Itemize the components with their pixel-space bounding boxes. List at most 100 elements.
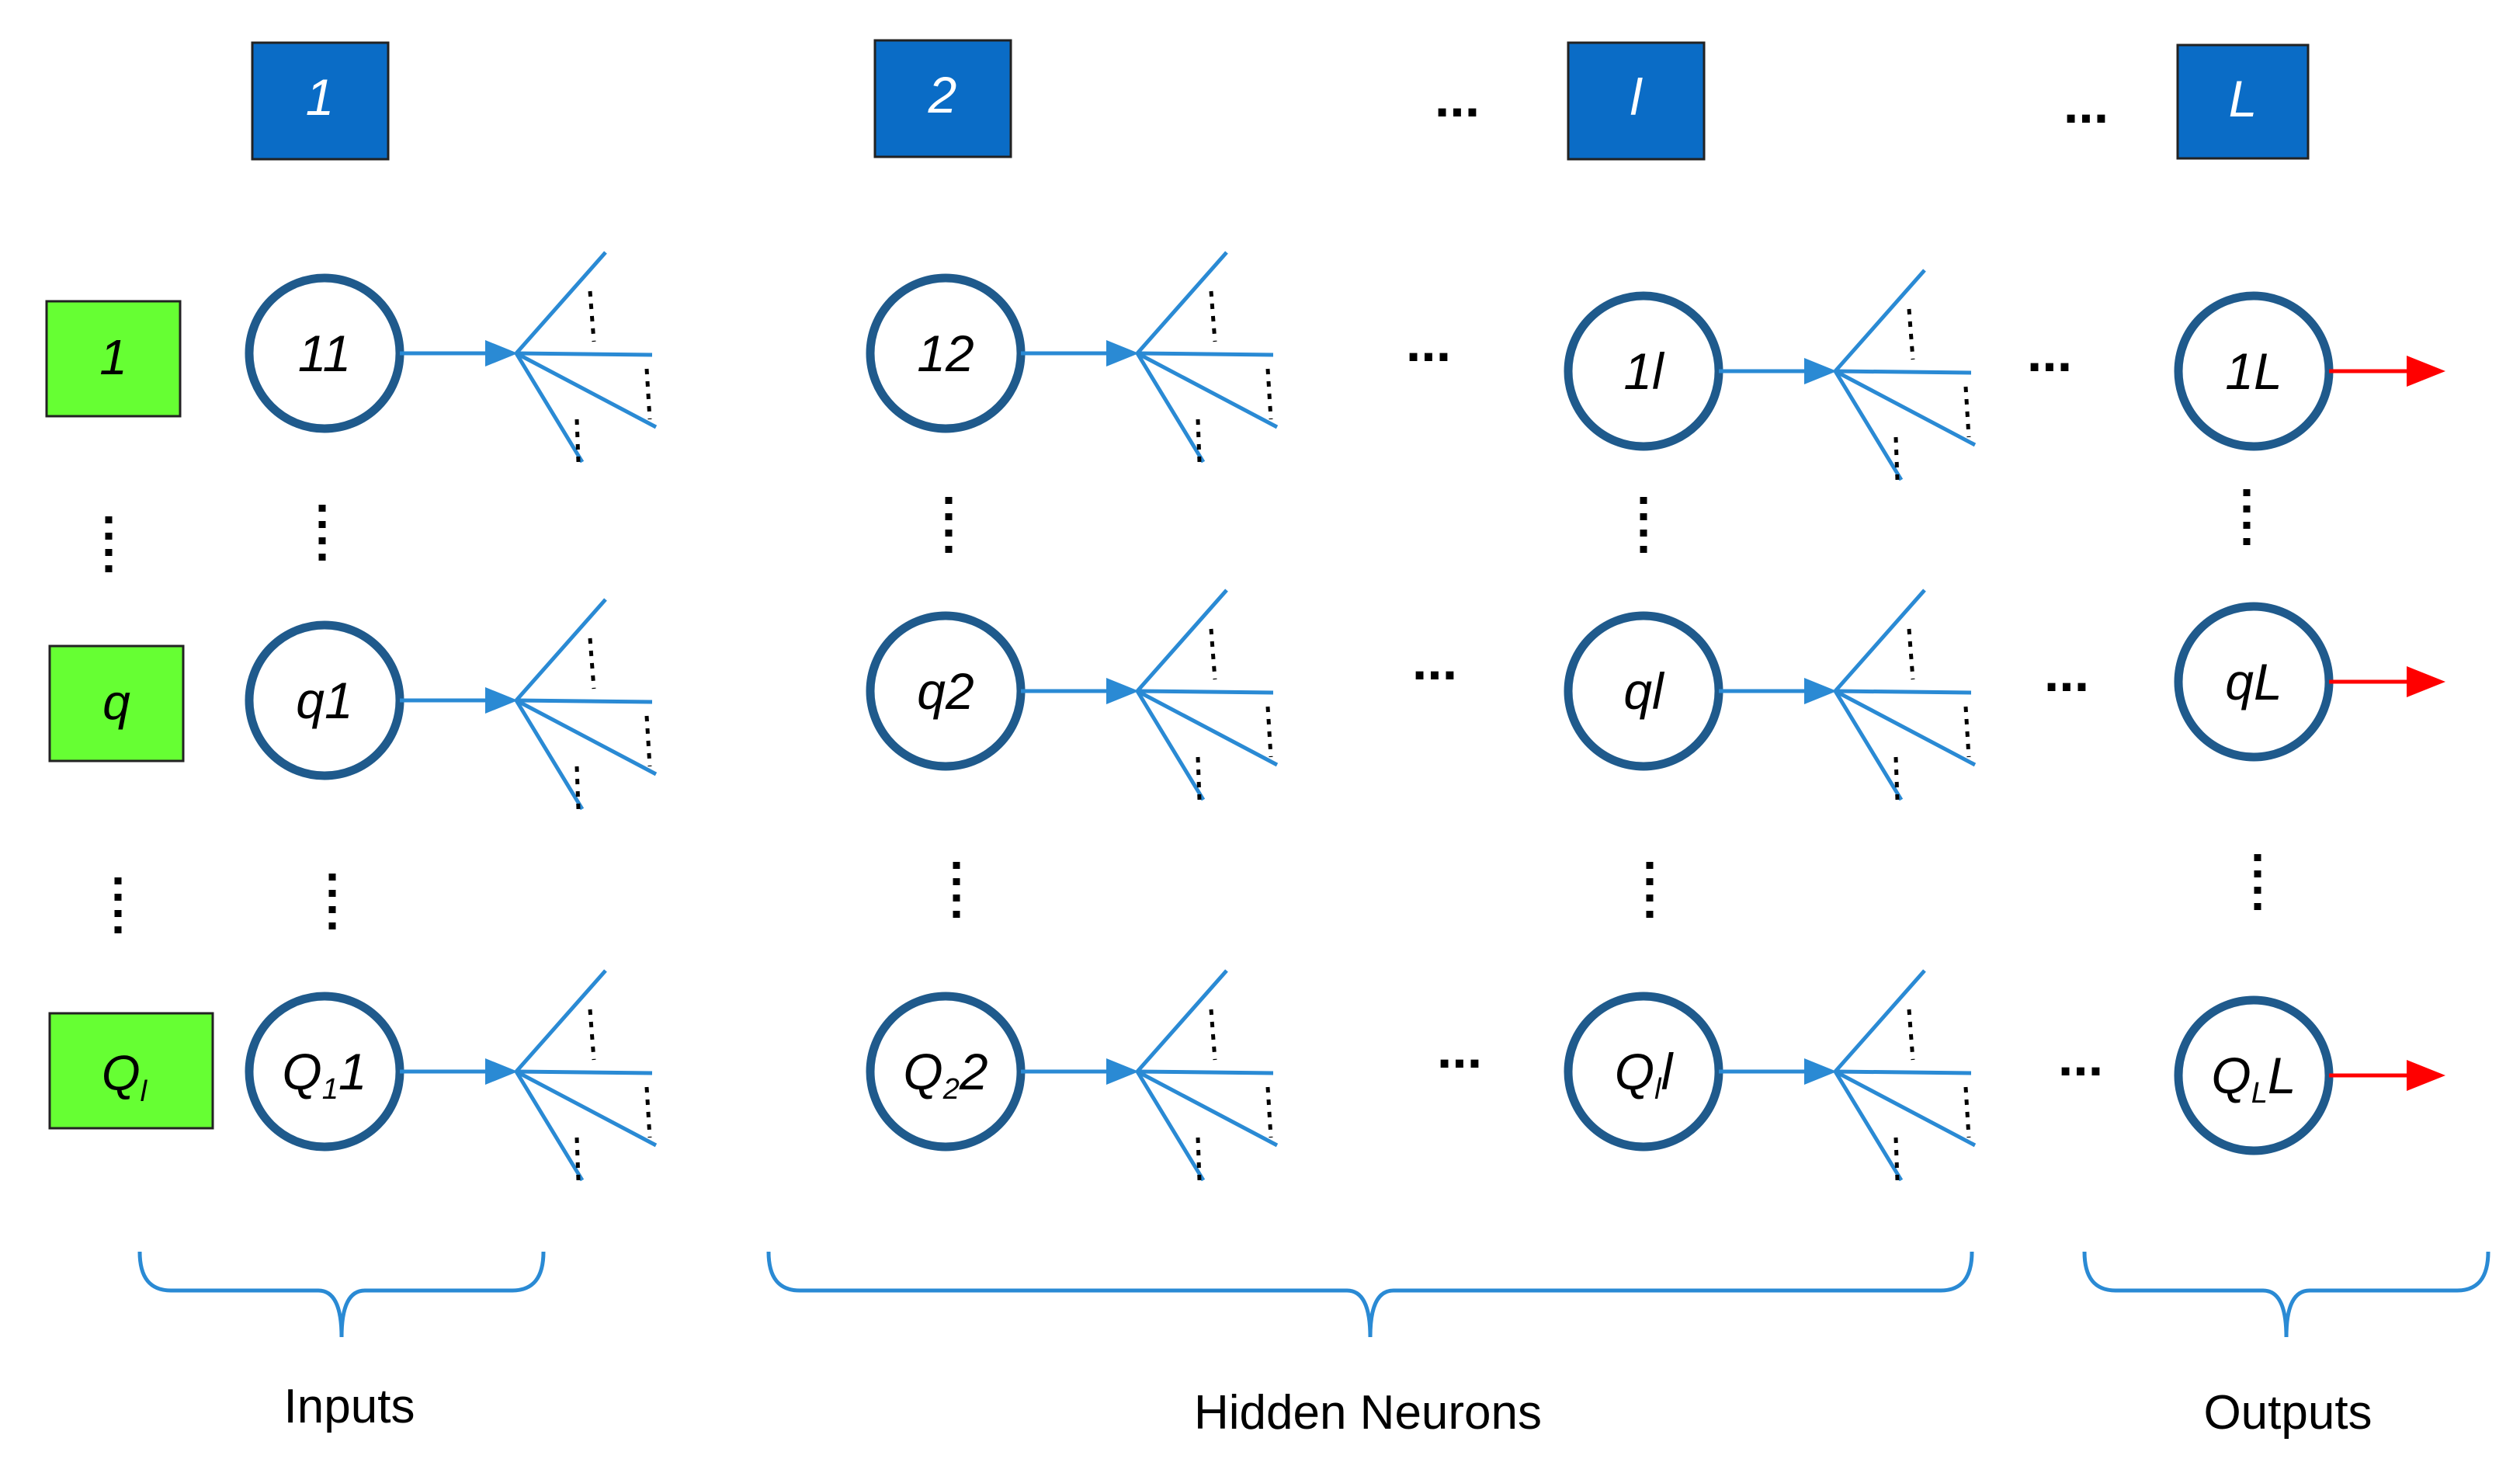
output-arrow-head xyxy=(2407,1060,2445,1091)
dots xyxy=(1265,1086,1273,1138)
horizontal-ellipsis: ... xyxy=(1412,630,1457,691)
fan-line xyxy=(514,352,585,464)
fan-line xyxy=(1137,351,1274,357)
group-label-outputs: Outputs xyxy=(2203,1386,2372,1440)
dots xyxy=(644,1086,652,1138)
fan-line xyxy=(1834,969,1926,1073)
fan-line xyxy=(1833,1070,1904,1182)
fan-line xyxy=(1136,589,1228,693)
input-label: 1 xyxy=(99,329,127,385)
neuron-2-3: QLL xyxy=(2174,995,2445,1155)
neuron-circle xyxy=(245,992,404,1152)
dots xyxy=(1907,308,1915,360)
neuron-1-2: ql xyxy=(1564,589,1977,801)
dots xyxy=(1209,290,1217,342)
horizontal-ellipsis: ... xyxy=(1406,312,1451,373)
fan-line xyxy=(1135,690,1206,801)
neuron-0-2: 1l xyxy=(1564,269,1977,481)
neuron-label: QLL xyxy=(2211,1047,2296,1110)
input-box-q: q xyxy=(48,644,185,763)
layer-box-1: 1 xyxy=(251,41,390,161)
layer-box-2: 2 xyxy=(873,39,1012,158)
dots xyxy=(1963,706,1971,758)
fan-line xyxy=(515,598,607,702)
fan-line xyxy=(1137,689,1274,695)
brace-inputs xyxy=(137,1251,546,1338)
dots xyxy=(1907,1009,1915,1061)
fan-line xyxy=(1833,370,1904,481)
layer-label: 1 xyxy=(306,68,335,126)
fan-line xyxy=(1136,969,1228,1073)
arrow-head xyxy=(1106,1058,1139,1085)
neuron-circle xyxy=(866,992,1026,1152)
neuron-label: ql xyxy=(1623,662,1665,720)
layer-label: l xyxy=(1630,68,1644,126)
neuron-0-3: 1L xyxy=(2174,291,2445,451)
neuron-label: Qll xyxy=(1615,1043,1675,1106)
layer-label: L xyxy=(2229,70,2258,127)
dots xyxy=(588,637,596,690)
output-arrow-head xyxy=(2407,356,2445,387)
layer-headers: 1 2 l L ... ... xyxy=(251,39,2310,161)
fan-line xyxy=(1834,369,1972,375)
fan-line xyxy=(1834,689,1972,695)
input-box-1: 1 xyxy=(45,300,182,418)
neuron-label: 1l xyxy=(1623,342,1665,400)
horizontal-ellipsis: ... xyxy=(2044,642,2089,703)
layer-ellipsis: ... xyxy=(2064,74,2109,134)
fan-line xyxy=(1834,689,1977,767)
output-arrow-head xyxy=(2407,666,2445,697)
dots xyxy=(1265,706,1273,758)
neuron-1-0: q1 xyxy=(245,598,658,811)
dots xyxy=(1907,628,1915,680)
fan-line xyxy=(1834,369,1977,447)
fan-line xyxy=(515,351,658,429)
neuron-label: 11 xyxy=(298,325,352,382)
input-box-Q: Ql xyxy=(48,1012,214,1130)
neuron-1-1: q2 xyxy=(866,589,1279,801)
fan-line xyxy=(515,969,607,1073)
neuron-label: q2 xyxy=(917,662,974,720)
fan-line xyxy=(514,699,585,811)
fan-line xyxy=(1833,690,1904,801)
fan-line xyxy=(515,698,653,704)
dots xyxy=(1209,628,1217,680)
fan-line xyxy=(515,351,653,357)
fan-line xyxy=(515,251,607,355)
neuron-label: Q22 xyxy=(903,1043,988,1106)
neuron-circle xyxy=(2174,995,2334,1155)
horizontal-ellipsis: ... xyxy=(2027,322,2072,383)
layer-box-l: l xyxy=(1567,41,1706,161)
horizontal-ellipsis: ... xyxy=(1437,1019,1482,1079)
fan-line xyxy=(515,1069,658,1148)
horizontal-ellipsis: ... xyxy=(2058,1027,2103,1087)
fan-line xyxy=(1834,269,1926,373)
neuron-2-0: Q11 xyxy=(245,969,658,1182)
brace-outputs xyxy=(2082,1251,2490,1338)
fan-line xyxy=(1834,1069,1977,1148)
dots xyxy=(1963,386,1971,438)
fan-line xyxy=(1136,351,1279,429)
fan-line xyxy=(1135,352,1206,464)
dots xyxy=(1265,368,1273,420)
group-label-hidden: Hidden Neurons xyxy=(1194,1386,1542,1440)
input-boxes: 1 q Ql xyxy=(45,300,214,1130)
neuron-2-2: Qll xyxy=(1564,969,1977,1182)
brace-hidden xyxy=(766,1251,1974,1338)
neuron-label: q1 xyxy=(296,672,352,729)
neuron-label: Q11 xyxy=(282,1043,366,1106)
fan-line xyxy=(1834,1069,1972,1075)
fan-line xyxy=(1137,1069,1274,1075)
fan-line xyxy=(514,1070,585,1182)
dots xyxy=(1963,1086,1971,1138)
dots xyxy=(644,715,652,767)
fan-line xyxy=(1135,1070,1206,1182)
input-label: Ql xyxy=(102,1045,148,1108)
arrow-head xyxy=(485,340,518,366)
arrow-head xyxy=(1804,1058,1837,1085)
arrow-head xyxy=(1106,678,1139,704)
neuron-label: 12 xyxy=(917,325,974,382)
dots xyxy=(588,1009,596,1061)
